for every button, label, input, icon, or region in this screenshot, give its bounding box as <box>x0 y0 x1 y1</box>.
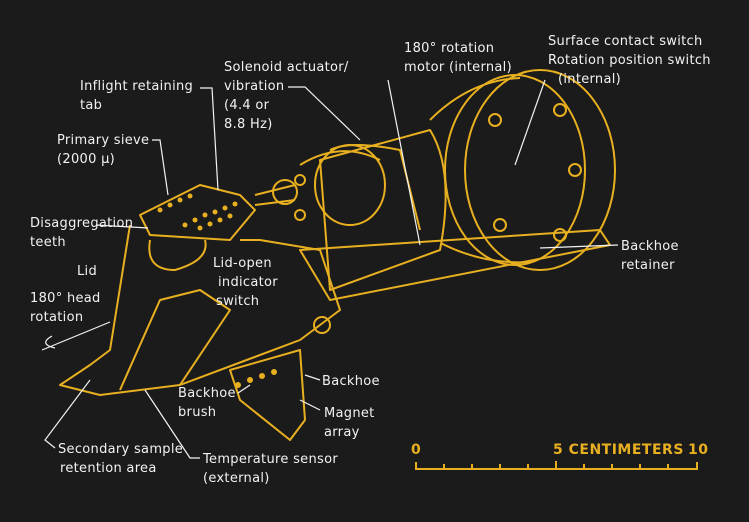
motor-housing <box>254 129 447 291</box>
label-line: Inflight retaining <box>80 79 194 94</box>
label-line: teeth <box>30 235 66 250</box>
label-secondary-sample: Secondary sample retention area <box>58 440 183 478</box>
label-line: motor (internal) <box>404 60 512 75</box>
label-line: Primary sieve <box>57 133 150 148</box>
label-line: switch <box>216 294 260 309</box>
label-line: Backhoe <box>621 239 679 254</box>
scale-bar <box>415 461 698 470</box>
rear-flange <box>429 69 616 271</box>
label-line: Temperature sensor <box>203 452 338 467</box>
label-line: 8.8 Hz) <box>224 117 273 132</box>
label-lid: Lid <box>77 264 98 279</box>
label-line: (4.4 or <box>224 98 270 113</box>
label-line: tab <box>80 98 103 113</box>
scale-mid: 5 CENTIMETERS <box>553 442 684 458</box>
label-line: 180° head <box>30 291 101 306</box>
label-line: Solenoid actuator/ <box>224 60 349 75</box>
label-head-rotation: 180° head rotation <box>30 289 101 327</box>
label-teeth: Disaggregation teeth <box>30 214 133 252</box>
label-line: retainer <box>621 258 675 273</box>
label-line: (internal) <box>558 72 622 87</box>
label-temperature-sensor: Temperature sensor (external) <box>203 450 338 488</box>
label-rotation-motor: 180° rotation motor (internal) <box>404 39 512 77</box>
scale-start: 0 <box>411 442 422 458</box>
label-line: retention area <box>60 461 157 476</box>
sieve-holes <box>157 193 277 388</box>
label-line: Disaggregation <box>30 216 134 231</box>
label-backhoe-brush: Backhoe brush <box>178 384 236 422</box>
label-lid-switch: Lid-open indicator switch <box>213 254 278 311</box>
label-line: Lid-open <box>213 256 272 271</box>
label-inflight-tab: Inflight retaining tab <box>80 77 193 115</box>
label-line: Backhoe <box>178 386 236 401</box>
label-line: Secondary sample <box>58 442 184 457</box>
label-line: Surface contact switch <box>548 34 703 49</box>
label-primary-sieve: Primary sieve (2000 μ) <box>57 131 149 169</box>
label-solenoid: Solenoid actuator/vibration (4.4 or 8.8 Hz… <box>224 58 349 134</box>
label-line: 180° rotation <box>404 41 495 56</box>
label-line: vibration <box>224 79 285 94</box>
label-backhoe: Backhoe <box>322 374 380 389</box>
label-line: (external) <box>203 471 270 486</box>
label-line: (2000 μ) <box>57 152 116 167</box>
label-magnet-array: Magnet array <box>324 404 375 442</box>
leader-lines <box>41 79 619 459</box>
label-line: array <box>324 425 360 440</box>
label-line: indicator <box>218 275 278 290</box>
label-backhoe-retainer: Backhoe retainer <box>621 237 679 275</box>
label-line: rotation <box>30 310 84 325</box>
scale-end: 10 <box>688 442 709 458</box>
label-line: Rotation position switch <box>548 53 711 68</box>
label-line: brush <box>178 405 217 420</box>
label-line: Magnet <box>324 406 375 421</box>
scoop <box>59 184 341 441</box>
